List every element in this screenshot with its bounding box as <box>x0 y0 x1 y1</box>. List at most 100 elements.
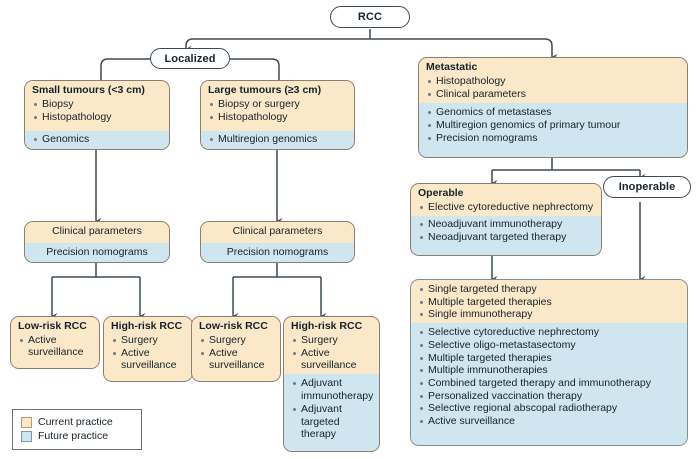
list-item: Multiregion genomics of primary tumour <box>427 119 683 132</box>
list-item: Precision nomograms <box>427 132 683 145</box>
node-nomograms-right[interactable]: Clinical parameters Precision nomograms <box>200 221 355 263</box>
small-low-risk-current: Low-risk RCC Active surveillance <box>11 317 99 368</box>
list-item: Surgery <box>112 334 188 347</box>
list-item: Neoadjuvant targeted therapy <box>419 231 597 244</box>
list-item: Genomics of metastases <box>427 106 683 119</box>
large-tumours-header: Large tumours (≥3 cm) <box>208 84 322 96</box>
large-low-risk-header: Low-risk RCC <box>199 320 268 332</box>
node-localized-label: Localized <box>164 52 216 65</box>
list-item: Surgery <box>200 334 276 347</box>
operable-header: Operable <box>418 187 464 199</box>
list-item: Multiregion genomics <box>209 133 350 146</box>
legend-swatch-current-icon <box>21 416 32 428</box>
legend: Current practice Future practice <box>12 409 142 450</box>
list-item: Surgery <box>292 334 375 347</box>
node-metastatic[interactable]: Metastatic Histopathology Clinical param… <box>418 57 688 158</box>
small-high-risk-header: High-risk RCC <box>111 320 183 332</box>
list-item: Single targeted therapy <box>419 283 683 295</box>
list-item: Histopathology <box>209 111 350 124</box>
nomograms-right-future: Precision nomograms <box>201 243 354 262</box>
systemic-future: Selective cytoreductive nephrectomy Sele… <box>411 323 687 445</box>
node-operable[interactable]: Operable Elective cytoreductive nephrect… <box>410 183 602 256</box>
operable-future: Neoadjuvant immunotherapy Neoadjuvant ta… <box>411 215 601 255</box>
metastatic-current-list: Histopathology Clinical parameters <box>419 75 687 101</box>
large-high-risk-current-list: Surgery Active surveillance <box>284 334 379 372</box>
nomograms-left-future: Precision nomograms <box>25 243 169 262</box>
small-tumours-future: Genomics <box>25 130 169 149</box>
small-tumours-future-list: Genomics <box>25 133 169 146</box>
list-item: Personalized vaccination therapy <box>419 390 683 402</box>
list-item: Adjuvant targeted therapy <box>292 403 375 441</box>
small-tumours-current-list: Biopsy Histopathology <box>25 98 169 124</box>
list-item: Elective cytoreductive nephrectomy <box>419 201 597 214</box>
node-nomograms-left[interactable]: Clinical parameters Precision nomograms <box>24 221 170 263</box>
small-low-risk-header: Low-risk RCC <box>18 320 87 332</box>
systemic-current-list: Single targeted therapy Multiple targete… <box>411 283 687 321</box>
list-item: Histopathology <box>427 75 683 88</box>
list-item: Active surveillance <box>200 347 276 372</box>
list-item: Selective regional abscopal radiotherapy <box>419 402 683 414</box>
list-item: Combined targeted therapy and immunother… <box>419 377 683 389</box>
metastatic-future-list: Genomics of metastases Multiregion genom… <box>419 106 687 145</box>
list-item: Genomics <box>33 133 165 146</box>
large-tumours-future: Multiregion genomics <box>201 130 354 149</box>
list-item: Active surveillance <box>292 347 375 372</box>
node-small-high-risk[interactable]: High-risk RCC Surgery Active surveillanc… <box>103 316 193 382</box>
large-tumours-current-list: Biopsy or surgery Histopathology <box>201 98 354 124</box>
large-high-risk-future-list: Adjuvant immunotherapy Adjuvant targeted… <box>284 377 379 440</box>
node-rcc-label: RCC <box>357 11 383 23</box>
list-item: Selective cytoreductive nephrectomy <box>419 326 683 338</box>
list-item: Adjuvant immunotherapy <box>292 377 375 402</box>
node-large-high-risk[interactable]: High-risk RCC Surgery Active surveillanc… <box>283 316 380 452</box>
small-high-risk-current: High-risk RCC Surgery Active surveillanc… <box>104 317 192 381</box>
large-tumours-future-list: Multiregion genomics <box>201 133 354 146</box>
large-high-risk-current: High-risk RCC Surgery Active surveillanc… <box>284 317 379 375</box>
legend-item-current: Current practice <box>21 415 133 429</box>
nomograms-right-current: Clinical parameters <box>201 222 354 243</box>
node-large-tumours[interactable]: Large tumours (≥3 cm) Biopsy or surgery … <box>200 80 355 150</box>
small-tumours-current: Small tumours (<3 cm) Biopsy Histopathol… <box>25 81 169 131</box>
operable-current-list: Elective cytoreductive nephrectomy <box>411 201 601 214</box>
list-item: Single immunotherapy <box>419 308 683 320</box>
large-high-risk-header: High-risk RCC <box>291 320 363 332</box>
list-item: Biopsy or surgery <box>209 98 350 111</box>
list-item: Histopathology <box>33 111 165 124</box>
nomograms-left-current: Clinical parameters <box>25 222 169 243</box>
legend-label-future: Future practice <box>38 430 109 442</box>
small-tumours-header: Small tumours (<3 cm) <box>32 84 145 96</box>
list-item: Biopsy <box>33 98 165 111</box>
systemic-current: Single targeted therapy Multiple targete… <box>411 280 687 324</box>
list-item: Clinical parameters <box>427 88 683 101</box>
large-tumours-current: Large tumours (≥3 cm) Biopsy or surgery … <box>201 81 354 131</box>
list-item: Selective oligo-metastasectomy <box>419 339 683 351</box>
operable-future-list: Neoadjuvant immunotherapy Neoadjuvant ta… <box>411 218 601 244</box>
node-inoperable[interactable]: Inoperable <box>603 176 691 198</box>
metastatic-current: Metastatic Histopathology Clinical param… <box>419 58 687 103</box>
node-small-tumours[interactable]: Small tumours (<3 cm) Biopsy Histopathol… <box>24 80 170 150</box>
node-localized[interactable]: Localized <box>150 48 230 69</box>
node-systemic-therapies[interactable]: Single targeted therapy Multiple targete… <box>410 279 688 446</box>
list-item: Active surveillance <box>19 334 95 359</box>
small-high-risk-list: Surgery Active surveillance <box>104 334 192 372</box>
list-item: Neoadjuvant immunotherapy <box>419 218 597 231</box>
systemic-future-list: Selective cytoreductive nephrectomy Sele… <box>411 326 687 427</box>
operable-current: Operable Elective cytoreductive nephrect… <box>411 184 601 216</box>
legend-swatch-future-icon <box>21 430 32 442</box>
node-small-low-risk[interactable]: Low-risk RCC Active surveillance <box>10 316 100 369</box>
large-low-risk-list: Surgery Active surveillance <box>192 334 280 372</box>
small-low-risk-list: Active surveillance <box>11 334 99 359</box>
node-rcc[interactable]: RCC <box>330 6 410 28</box>
node-inoperable-label: Inoperable <box>618 181 676 193</box>
metastatic-header: Metastatic <box>426 61 478 73</box>
large-low-risk-current: Low-risk RCC Surgery Active surveillance <box>192 317 280 381</box>
large-high-risk-future: Adjuvant immunotherapy Adjuvant targeted… <box>284 374 379 451</box>
legend-item-future: Future practice <box>21 429 133 443</box>
list-item: Multiple targeted therapies <box>419 296 683 308</box>
list-item: Multiple targeted therapies <box>419 352 683 364</box>
legend-label-current: Current practice <box>38 416 113 428</box>
list-item: Multiple immunotherapies <box>419 364 683 376</box>
metastatic-future: Genomics of metastases Multiregion genom… <box>419 102 687 157</box>
list-item: Active surveillance <box>112 347 188 372</box>
node-large-low-risk[interactable]: Low-risk RCC Surgery Active surveillance <box>191 316 281 382</box>
